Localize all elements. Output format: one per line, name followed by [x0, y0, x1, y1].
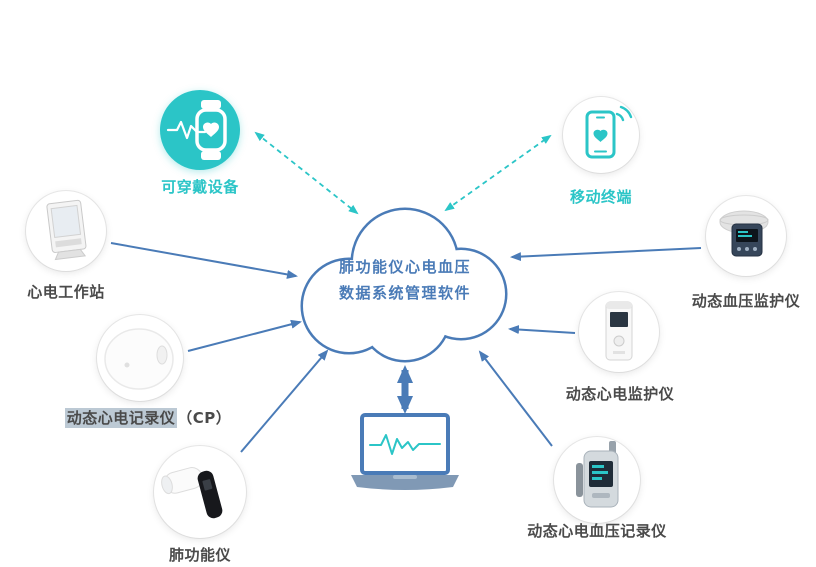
connector-ecg-bp-recorder-cloud: [478, 350, 553, 447]
bp-monitor-label: 动态血压监护仪: [691, 292, 801, 310]
bp-monitor-image: [719, 210, 769, 257]
ecg-monitor-image: [605, 301, 633, 361]
spirometer-node: [154, 446, 246, 538]
spirometer-image: [161, 467, 223, 519]
ecg-bp-recorder-image: [576, 441, 619, 508]
connector-wearable-cloud: [254, 131, 359, 215]
connector-ecg-monitor-cloud: [508, 325, 576, 335]
ecg-bp-recorder-label: 动态心电血压记录仪: [527, 522, 667, 540]
ecg-recorder-label-highlight: 动态心电记录仪: [64, 408, 178, 428]
spirometer-label: 肺功能仪: [168, 546, 231, 564]
cloud-title-line2: 数据系统管理软件: [338, 284, 471, 302]
smartphone-icon: [585, 105, 633, 159]
mobile-label: 移动终端: [569, 188, 632, 206]
smartwatch-icon: [166, 100, 227, 160]
ecg-recorder-label-suffix: （CP）: [177, 409, 232, 427]
cloud-title-line1: 肺功能仪心电血压: [338, 258, 471, 276]
ecg-recorder-image: [104, 328, 174, 390]
connector-workstation-cloud: [110, 242, 298, 279]
ecg-recorder-label: 动态心电记录仪（CP）: [58, 407, 238, 428]
connector-bp-monitor-cloud: [510, 247, 702, 262]
wearable-label: 可穿戴设备: [161, 178, 239, 196]
ecg-workstation-image: [46, 199, 87, 261]
ecg-recorder-node: [97, 315, 183, 401]
ecg-workstation-node: [26, 191, 106, 271]
cloud-title: 肺功能仪心电血压 数据系统管理软件: [303, 254, 507, 306]
connector-cloud-mobile: [444, 134, 552, 212]
connector-ecg-recorder-cloud: [187, 319, 302, 352]
ecg-workstation-label: 心电工作站: [27, 283, 105, 301]
connector-spirometer-cloud: [240, 349, 329, 453]
ecg-bp-recorder-node: [554, 437, 640, 523]
ecg-monitor-node: [579, 292, 659, 372]
laptop-icon: [351, 413, 459, 490]
wearable-node: [160, 90, 240, 170]
mobile-node: [563, 97, 639, 173]
bp-monitor-node: [706, 196, 786, 276]
ecg-monitor-label: 动态心电监护仪: [565, 385, 675, 403]
